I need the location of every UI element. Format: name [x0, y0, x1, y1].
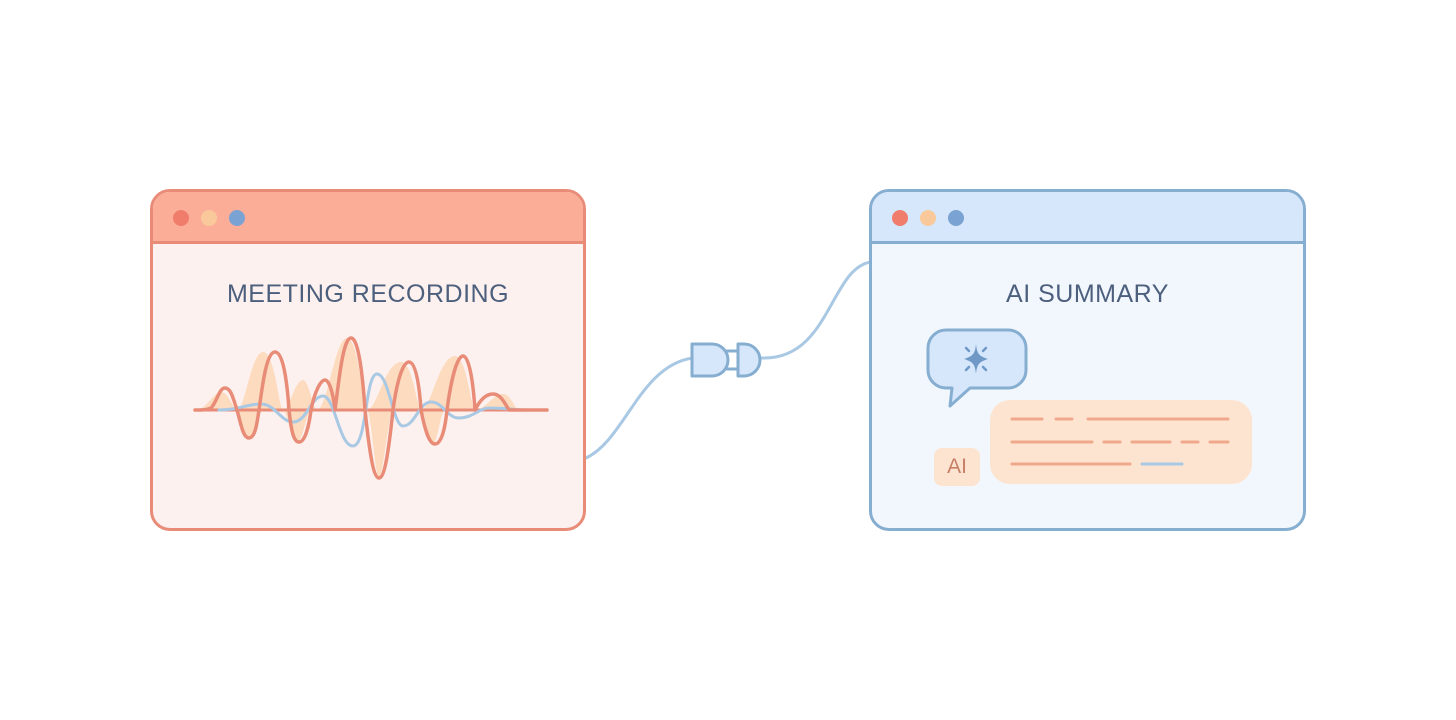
- plug-icon: [690, 342, 762, 378]
- maximize-dot: [948, 210, 964, 226]
- window-titlebar: [153, 192, 583, 244]
- audio-waveform-icon: [193, 336, 549, 480]
- window-title: AI SUMMARY: [1006, 280, 1169, 308]
- chat-bubble-icon: [926, 328, 1028, 408]
- cable-right-segment: [760, 260, 873, 360]
- window-title: MEETING RECORDING: [226, 280, 510, 308]
- waveform-fill: [195, 338, 519, 410]
- maximize-dot: [229, 210, 245, 226]
- sparkle-icon: [964, 344, 988, 374]
- cable-left-segment: [584, 356, 695, 460]
- ai-badge: AI: [934, 448, 980, 486]
- ai-summary-window: AI SUMMARY: [869, 189, 1306, 531]
- meeting-recording-window: MEETING RECORDING: [150, 189, 586, 531]
- waveform-secondary: [217, 372, 527, 448]
- waveform-primary: [193, 336, 549, 480]
- close-dot: [892, 210, 908, 226]
- minimize-dot: [201, 210, 217, 226]
- close-dot: [173, 210, 189, 226]
- summary-text-lines: [1010, 417, 1230, 466]
- window-titlebar: [872, 192, 1303, 244]
- minimize-dot: [920, 210, 936, 226]
- summary-card: [990, 400, 1252, 484]
